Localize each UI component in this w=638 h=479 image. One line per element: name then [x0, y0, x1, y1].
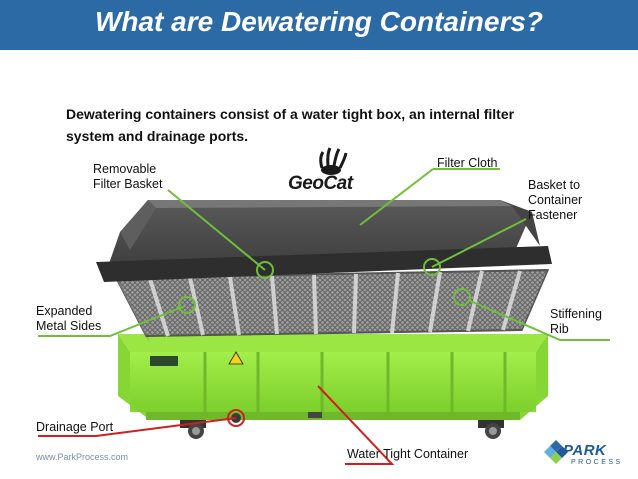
label-line: Fastener [528, 208, 578, 222]
label-line: Metal Sides [36, 319, 102, 333]
container-wheels [188, 423, 501, 439]
label-expanded-metal-sides: Expanded Metal Sides [36, 304, 101, 334]
label-stiffening-rib: Stiffening Rib [550, 307, 602, 337]
geocat-paw-icon [319, 147, 348, 175]
callout-marker-fastener [423, 258, 441, 276]
callout-marker-stiffening-rib [453, 288, 471, 306]
subtitle-line-1: Dewatering containers consist of a water… [66, 106, 515, 122]
label-drainage-port: Drainage Port [36, 420, 114, 434]
callout-line-water-tight [317, 385, 395, 465]
label-line: Expanded [36, 304, 93, 318]
callout-marker-removable-basket [256, 261, 274, 279]
callout-line-removable-basket [167, 189, 266, 271]
label-line: Filter Basket [93, 177, 163, 191]
subtitle-line-2: system and drainage ports. [66, 128, 249, 144]
slide-title: What are Dewatering Containers? [94, 6, 544, 37]
filter-cloth [96, 200, 552, 282]
water-tight-container [118, 334, 548, 439]
label-line: Rib [550, 322, 569, 336]
footer-url: www.ParkProcess.com [36, 452, 129, 462]
park-process-logo-icon [544, 440, 568, 464]
callout-marker-expanded-metal [178, 296, 196, 314]
label-removable-filter-basket: Removable Filter Basket [93, 162, 162, 192]
callout-line-expanded-metal [38, 305, 186, 337]
label-line: Stiffening [550, 307, 602, 321]
label-line: Basket to [528, 178, 581, 192]
title-bar [0, 0, 638, 50]
slide-subtitle: Dewatering containers consist of a water… [66, 103, 606, 147]
callout-line-drainage-port [38, 417, 237, 437]
label-line: Removable [93, 162, 157, 176]
park-plate [308, 412, 322, 418]
removable-filter-basket [114, 269, 550, 342]
callout-line-stiffening-rib [467, 299, 610, 341]
park-logo-word: PARK [563, 442, 607, 459]
label-water-tight-container: Water Tight Container [347, 447, 469, 461]
label-line: Container [528, 193, 583, 207]
callout-marker-drainage-port [227, 409, 245, 427]
geocat-logo: GeoCat [288, 173, 353, 194]
label-basket-to-container-fastener: Basket to Container Fastener [528, 178, 582, 223]
callout-line-fastener [431, 218, 527, 268]
container-decal [150, 356, 178, 366]
warning-icon [228, 351, 244, 365]
callout-line-filter-cloth [359, 168, 434, 226]
process-logo-word: PROCESS [571, 459, 623, 466]
label-filter-cloth: Filter Cloth [437, 156, 498, 170]
